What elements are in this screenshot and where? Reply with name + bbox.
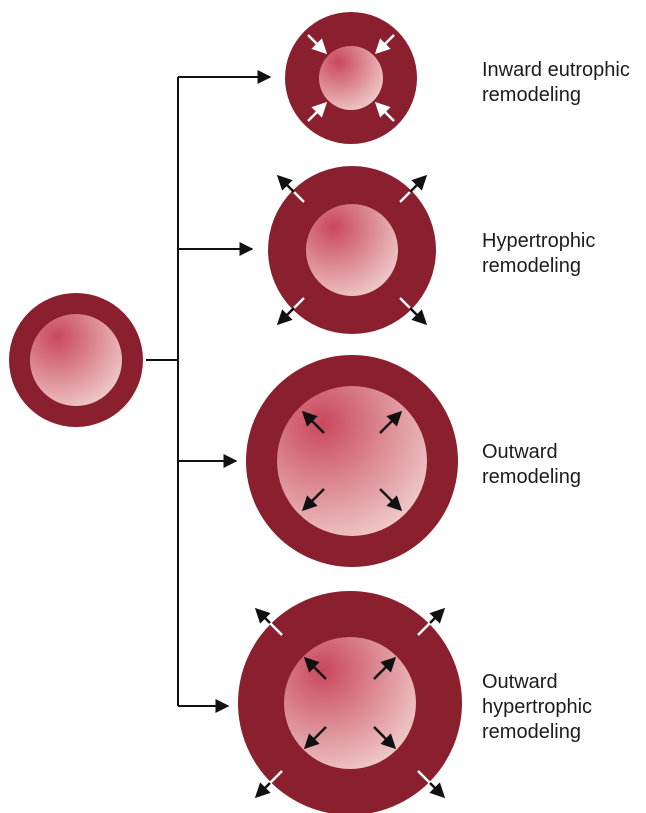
arrow-black-part-ul — [254, 607, 271, 624]
outward-vessel — [246, 355, 458, 567]
arrow-white-part-ur — [399, 191, 411, 203]
arrow-up-right — [374, 34, 395, 55]
connector-tree — [146, 70, 272, 713]
outward-lumen-arrows — [303, 656, 397, 750]
arrow-black-part-dr — [409, 307, 428, 326]
arrow-up-left — [307, 34, 328, 55]
arrow-black-part-dr — [429, 782, 446, 799]
label-line: remodeling — [482, 721, 581, 743]
inward-arrows — [307, 34, 395, 122]
label-line: remodeling — [482, 255, 581, 277]
hypertrophic-vessel — [268, 166, 436, 334]
arrow-down-left — [303, 726, 327, 750]
vessel-lumen — [30, 314, 122, 406]
label-line: Outward — [482, 441, 558, 463]
arrow-up-right — [379, 410, 403, 434]
arrow-white-part-ul — [293, 191, 305, 203]
arrow-white-part-ur — [417, 622, 431, 636]
arrow-black-part-dl — [254, 782, 271, 799]
label-hypertrophic: Hypertrophic remodeling — [482, 230, 601, 277]
arrow-up-right — [373, 656, 397, 680]
outward-lumen-arrows — [301, 410, 403, 512]
outward-hypertrophic-vessel — [238, 591, 462, 813]
label-outward: Outward remodeling — [482, 441, 581, 488]
vessel-lumen — [284, 637, 416, 769]
label-line: hypertrophic — [482, 696, 592, 718]
arrow-black-part-ur — [429, 607, 446, 624]
arrow-white-part-dr — [417, 770, 431, 784]
arrow-black-part-dl — [276, 307, 295, 326]
arrow-down-right — [374, 101, 395, 122]
arrow-white-part-dl — [293, 297, 305, 309]
arrow-white-part-dr — [399, 297, 411, 309]
arrow-black-part-ur — [409, 174, 428, 193]
label-line: remodeling — [482, 466, 581, 488]
arrow-up-left — [303, 656, 327, 680]
arrow-white-part-ul — [269, 622, 283, 636]
outward-wall-arrows — [254, 607, 446, 799]
label-line: remodeling — [482, 84, 581, 106]
arrow-down-right — [373, 726, 397, 750]
inward-eutrophic-vessel — [285, 12, 417, 144]
arrow-up-left — [301, 410, 325, 434]
outward-wall-arrows — [276, 174, 428, 326]
arrow-down-left — [307, 101, 328, 122]
label-line: Outward — [482, 671, 558, 693]
vessel-lumen — [277, 386, 427, 536]
vessel-lumen — [306, 204, 398, 296]
arrow-black-part-ul — [276, 174, 295, 193]
label-line: Hypertrophic — [482, 230, 595, 252]
label-outward-hypertrophic: Outward hypertrophic remodeling — [482, 671, 598, 743]
vessel-lumen — [319, 46, 383, 110]
label-inward-eutrophic: Inward eutrophic remodeling — [482, 59, 635, 106]
arrow-white-part-dl — [269, 770, 283, 784]
arrow-down-right — [379, 488, 403, 512]
normal-vessel — [9, 293, 143, 427]
arrow-down-left — [301, 488, 325, 512]
label-line: Inward eutrophic — [482, 59, 630, 81]
